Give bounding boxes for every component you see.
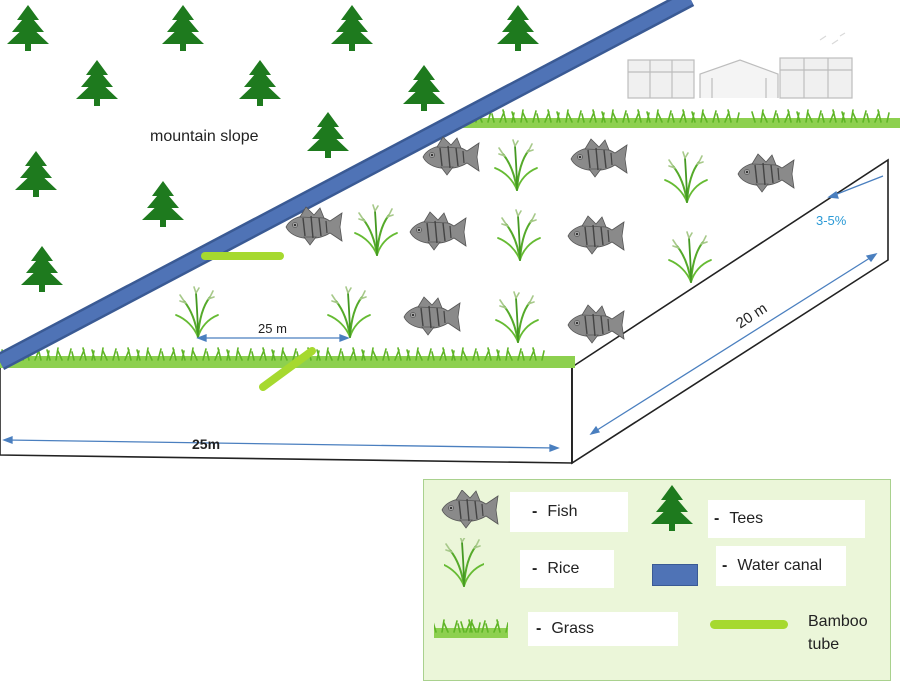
fish-icon bbox=[409, 211, 467, 251]
depth-arrow bbox=[593, 255, 874, 433]
legend-grass: -Grass bbox=[528, 612, 678, 646]
legend-fish-label: Fish bbox=[547, 503, 578, 520]
width-arrow bbox=[5, 439, 557, 449]
rice-plant-icon bbox=[668, 231, 712, 283]
legend: -Fish -Tees -Rice -Water canal -Grass Ba… bbox=[423, 479, 891, 681]
pine-tree-icon bbox=[76, 60, 118, 106]
legend-rice-label: Rice bbox=[547, 560, 580, 577]
legend-trees-label: Tees bbox=[729, 510, 764, 527]
terrace-block bbox=[0, 158, 889, 465]
legend-bamboo-line2: tube bbox=[808, 636, 840, 653]
rice-plant-icon bbox=[664, 151, 708, 203]
bamboo-tube bbox=[259, 347, 316, 391]
legend-rice: -Rice bbox=[520, 550, 614, 588]
rice-plant-icon bbox=[444, 538, 484, 587]
legend-bamboo-label: Bamboo tube bbox=[808, 610, 868, 656]
water-canal-icon bbox=[652, 564, 698, 586]
slope-arrow bbox=[831, 175, 884, 197]
spacing-label: 25 m bbox=[258, 321, 287, 336]
rice-plant-icon bbox=[495, 291, 539, 343]
legend-bamboo-line1: Bamboo bbox=[808, 613, 868, 630]
fish-icon bbox=[441, 490, 499, 529]
terrace-front-face bbox=[0, 366, 573, 464]
rice-plant-icon bbox=[354, 204, 398, 256]
pine-tree-icon bbox=[403, 65, 445, 111]
grass-icon bbox=[434, 619, 508, 638]
width-label: 25m bbox=[192, 436, 221, 452]
pine-tree-icon bbox=[331, 5, 373, 51]
legend-grass-label: Grass bbox=[551, 620, 594, 637]
pine-tree-icon bbox=[239, 60, 281, 106]
pine-tree-icon bbox=[497, 5, 539, 51]
grass-strip-lower bbox=[0, 347, 575, 368]
rice-plant-icon bbox=[494, 139, 538, 191]
pine-tree-icon bbox=[651, 485, 693, 531]
legend-trees: -Tees bbox=[708, 500, 865, 538]
fish-icon bbox=[567, 304, 625, 344]
pine-tree-icon bbox=[15, 151, 57, 197]
dimension-arrows bbox=[2, 175, 884, 452]
legend-water-canal-label: Water canal bbox=[737, 557, 823, 574]
bamboo-tube-icon bbox=[710, 620, 788, 629]
fish-icon bbox=[403, 296, 461, 336]
legend-fish: -Fish bbox=[510, 492, 628, 532]
rice-plant-icon bbox=[497, 209, 541, 261]
pine-tree-icon bbox=[162, 5, 204, 51]
rice-plant-icon bbox=[327, 286, 371, 338]
farm-buildings-icon bbox=[627, 32, 853, 99]
legend-water-canal: -Water canal bbox=[716, 546, 846, 586]
pine-tree-icon bbox=[142, 181, 184, 227]
slope-label: 3-5% bbox=[816, 213, 847, 228]
fish-icon bbox=[567, 215, 625, 255]
fish-icon bbox=[737, 153, 795, 193]
pine-tree-icon bbox=[7, 5, 49, 51]
mountain-slope-label: mountain slope bbox=[150, 128, 259, 145]
fish-icon bbox=[570, 138, 628, 178]
pine-tree-icon bbox=[21, 246, 63, 292]
grass-strip-upper bbox=[462, 109, 900, 128]
terrace-side-face bbox=[571, 158, 889, 465]
pine-tree-icon bbox=[307, 112, 349, 158]
rice-plant-icon bbox=[175, 286, 219, 338]
